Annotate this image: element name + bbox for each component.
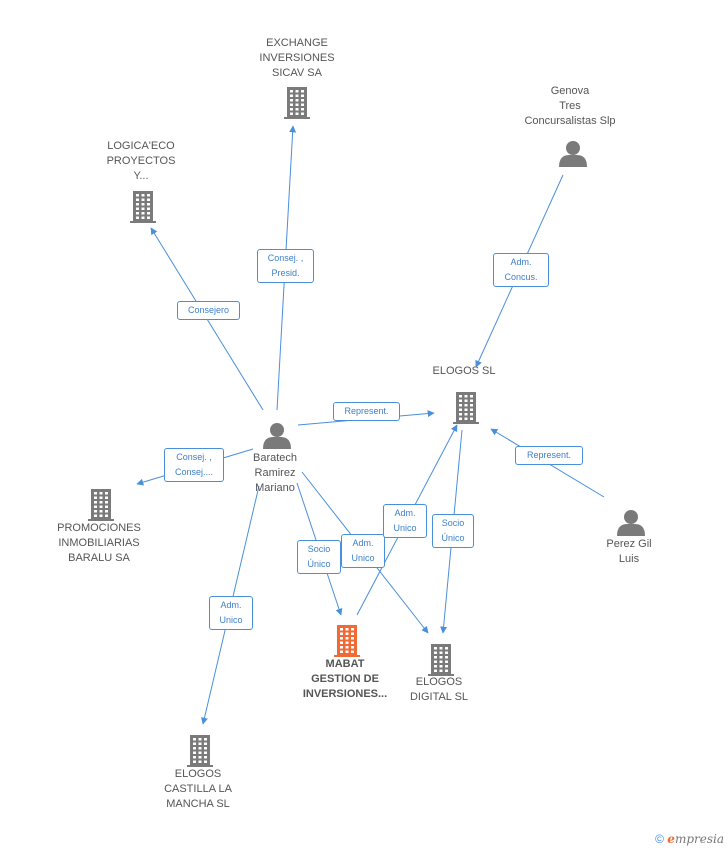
edge-label-baratech-to-elogos[interactable]: Represent.: [333, 402, 400, 421]
person-icon-genova[interactable]: [559, 141, 587, 167]
edge-label-mabat-to-elogos[interactable]: Adm. Unico: [383, 504, 427, 538]
node-label-mabat[interactable]: MABAT GESTION DE INVERSIONES...: [302, 658, 388, 700]
edge-label-baratech-to-mabat[interactable]: Socio Único: [297, 540, 341, 574]
edge-label-baratech-to-logica[interactable]: Consejero: [177, 301, 240, 320]
building-icon-elogos_digital[interactable]: [428, 644, 454, 676]
building-icon-promociones[interactable]: [88, 489, 114, 521]
edge-label-genova-to-elogos[interactable]: Adm. Concus.: [493, 253, 549, 287]
person-icon-baratech[interactable]: [263, 423, 291, 449]
node-label-baratech[interactable]: Baratech Ramirez Mariano: [252, 452, 298, 494]
edge-label-baratech-to-promociones[interactable]: Consej. , Consej....: [164, 448, 224, 482]
edge-label-baratech-to-elogos_castilla[interactable]: Adm. Unico: [209, 596, 253, 630]
node-label-promociones[interactable]: PROMOCIONES INMOBILIARIAS BARALU SA: [57, 522, 141, 564]
copyright-icon: ©: [655, 832, 664, 846]
edge-label-baratech-to-exchange[interactable]: Consej. , Presid.: [257, 249, 314, 283]
node-label-logica[interactable]: LOGICA'ECO PROYECTOS Y...: [106, 140, 176, 182]
node-label-elogos[interactable]: ELOGOS SL: [432, 365, 496, 377]
edge-label-baratech-to-elogos_digital[interactable]: Adm. Unico: [341, 534, 385, 568]
building-icon-logica[interactable]: [130, 191, 156, 223]
node-label-perez[interactable]: Perez Gil Luis: [606, 538, 652, 565]
brand-logo[interactable]: empresia: [667, 832, 724, 846]
edge-layer: [136, 125, 605, 725]
node-label-elogos_digital[interactable]: ELOGOS DIGITAL SL: [409, 676, 469, 703]
building-icon-elogos_castilla[interactable]: [187, 735, 213, 767]
building-icon-mabat[interactable]: [334, 625, 360, 657]
edge-label-perez-to-elogos[interactable]: Represent.: [515, 446, 583, 465]
node-label-exchange[interactable]: EXCHANGE INVERSIONES SICAV SA: [259, 37, 335, 79]
building-icon-exchange[interactable]: [284, 87, 310, 119]
edge-label-elogos-to-elogos_digital[interactable]: Socio Único: [432, 514, 474, 548]
person-icon-perez[interactable]: [617, 510, 645, 536]
node-label-elogos_castilla[interactable]: ELOGOS CASTILLA LA MANCHA SL: [164, 768, 232, 810]
node-label-genova[interactable]: Genova Tres Concursalistas Slp: [524, 85, 616, 127]
footer-brand: © empresia: [655, 832, 724, 846]
building-icon-elogos[interactable]: [453, 392, 479, 424]
node-layer: [88, 87, 645, 767]
